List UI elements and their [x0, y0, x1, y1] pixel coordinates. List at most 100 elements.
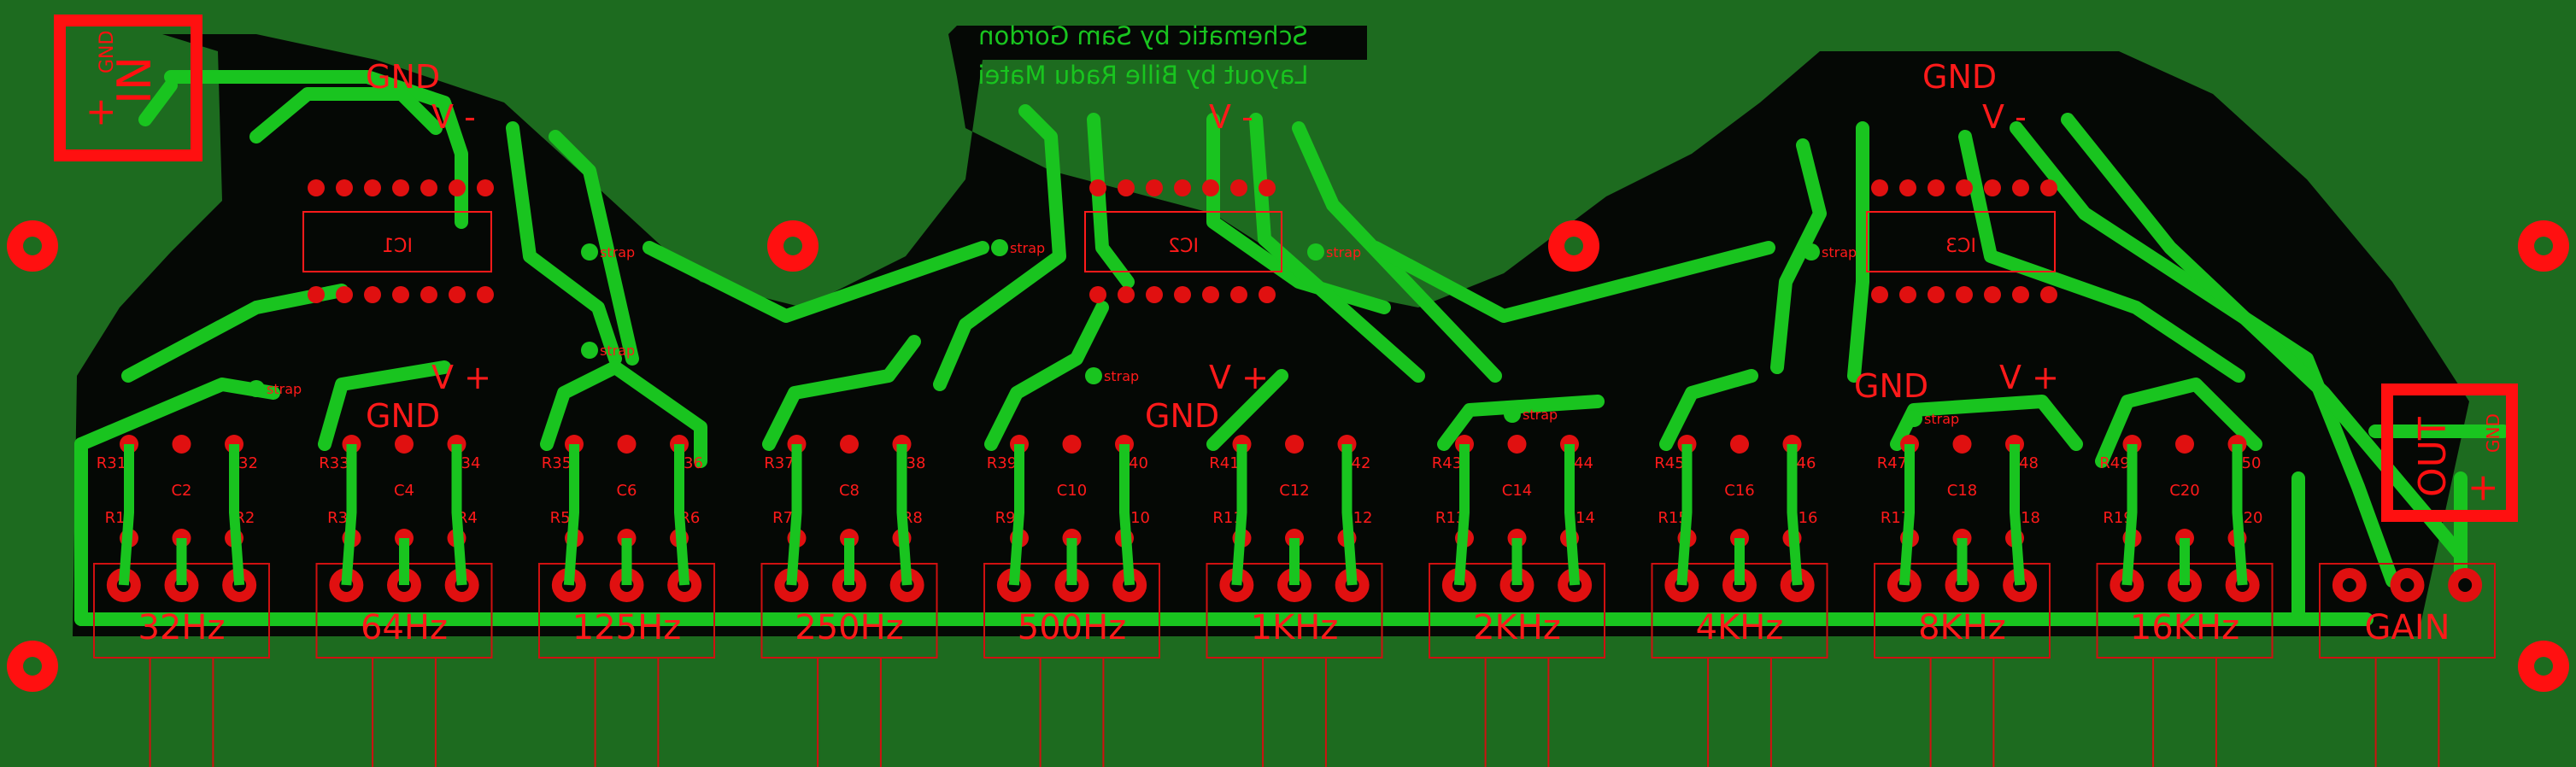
pot-outline — [2319, 563, 2496, 659]
gnd-label: GND — [366, 397, 440, 435]
band-label: 64Hz — [361, 608, 448, 647]
capacitor-label: C2 — [171, 482, 191, 500]
vminus-label: V - — [431, 98, 476, 136]
resistor-label: R35 — [542, 454, 572, 472]
input-label: IN — [108, 56, 161, 104]
capacitor-label: C14 — [1502, 482, 1532, 500]
capacitor-label: C18 — [1947, 482, 1977, 500]
ic-pin-pad — [1118, 286, 1135, 303]
ic-pin-pad — [2012, 286, 2029, 303]
strap-jumper: strap — [1307, 243, 1361, 261]
component-pad — [172, 435, 191, 454]
channel-trace — [1898, 444, 1915, 586]
band-label: 8KHz — [1918, 608, 2006, 647]
component-pad — [617, 435, 637, 454]
mounting-holes — [7, 220, 2569, 692]
gnd-label: GND — [366, 58, 440, 96]
ic-pin-pad — [336, 179, 353, 196]
ic-pin-pad — [1984, 286, 2001, 303]
band-label: 2KHz — [1473, 608, 1561, 647]
strap-jumper: strap — [248, 380, 302, 397]
band-label: 32Hz — [138, 608, 226, 647]
channel-trace — [1453, 444, 1470, 586]
output-label: OUT — [2411, 417, 2455, 497]
resistor-label: R45 — [1654, 454, 1684, 472]
ic-pin-pad — [1259, 179, 1276, 196]
channel-trace — [1564, 444, 1581, 586]
ic-pin-pad — [1899, 286, 1916, 303]
channel-trace — [2121, 444, 2138, 586]
ic-3: IC3 — [1866, 211, 2056, 272]
ic-2: IC2 — [1084, 211, 1282, 272]
ic-pin-pad — [364, 179, 381, 196]
capacitor-label: C6 — [616, 482, 637, 500]
channel-trace — [118, 444, 134, 586]
vminus-label: V - — [1982, 98, 2027, 136]
ic-pin-pad — [1174, 179, 1191, 196]
strap-jumper: strap — [581, 243, 635, 261]
strap-label: strap — [600, 244, 635, 261]
channel-trace — [1787, 444, 1803, 586]
ic-pin-pad — [336, 286, 353, 303]
input-connector[interactable]: IN GND + — [54, 15, 202, 161]
ic-pin-pad — [1146, 286, 1163, 303]
vplus-label: V + — [1209, 359, 1269, 396]
channel-trace — [229, 444, 245, 586]
component-pad — [840, 435, 859, 454]
strap-jumper: strap — [1803, 243, 1857, 261]
strap-jumpers: strapstrapstrapstrapstrapstrapstrapstrap… — [248, 239, 1959, 427]
channel-trace — [1008, 444, 1024, 586]
ic-packages: IC1 IC2 IC3 — [302, 211, 2056, 272]
ic-pin-pad — [420, 179, 437, 196]
strap-jumper: strap — [581, 342, 635, 359]
resistor-label: R7 — [772, 509, 793, 527]
channel-trace — [674, 444, 690, 586]
ic-1: IC1 — [302, 211, 492, 272]
resistor-label: R37 — [764, 454, 794, 472]
ic-pin-pad — [392, 286, 409, 303]
ic-pin-pad — [1871, 179, 1888, 196]
ic-pin-pad — [1871, 286, 1888, 303]
ic-pin-pad — [308, 286, 325, 303]
channel-trace — [1119, 444, 1135, 586]
output-gnd-pin: GND — [2483, 413, 2503, 453]
credits: Schematic by Sam Gordon Layout by Bille … — [977, 21, 1308, 90]
ic-pin-pad — [308, 179, 325, 196]
resistor-label: R33 — [319, 454, 349, 472]
capacitor-label: C20 — [2169, 482, 2199, 500]
vplus-label: V + — [1999, 359, 2059, 396]
component-pad — [1952, 435, 1972, 454]
output-connector[interactable]: OUT GND + — [2381, 384, 2518, 522]
ic-pin-pad — [392, 179, 409, 196]
component-pad — [2175, 435, 2194, 454]
strap-label: strap — [600, 343, 635, 359]
capacitor-label: C12 — [1279, 482, 1309, 500]
resistor-label: R15 — [1658, 509, 1687, 527]
ic-pin-pad — [449, 286, 466, 303]
capacitor-label: C10 — [1057, 482, 1087, 500]
component-pad — [395, 435, 414, 454]
band-label: GAIN — [2364, 608, 2450, 647]
resistor-label: R11 — [1212, 509, 1242, 527]
ic-pin-pad — [420, 286, 437, 303]
input-plus-pin: + — [79, 97, 122, 128]
ic-pin-pad — [449, 179, 466, 196]
strap-label: strap — [1104, 368, 1139, 384]
ic-label: IC3 — [1945, 236, 1976, 257]
band-label: 125Hz — [572, 608, 681, 647]
credit-schematic: Schematic by Sam Gordon — [978, 21, 1308, 50]
ic-pin-pad — [1956, 286, 1973, 303]
credit-layout: Layout by Bille Radu Matei — [977, 61, 1308, 90]
channel-gain[interactable]: GAIN — [2319, 563, 2496, 767]
